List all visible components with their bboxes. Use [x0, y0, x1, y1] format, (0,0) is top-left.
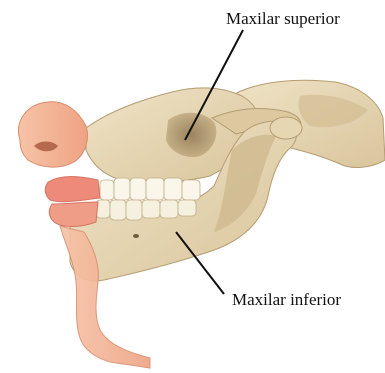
- label-maxilar-superior: Maxilar superior: [226, 10, 340, 27]
- upper-teeth: [100, 178, 200, 200]
- label-maxilar-inferior: Maxilar inferior: [232, 291, 341, 308]
- lower-lip: [49, 202, 98, 227]
- mental-foramen: [133, 234, 139, 238]
- upper-lip: [45, 177, 100, 202]
- nose: [18, 102, 87, 167]
- mandible-condyle: [270, 117, 302, 139]
